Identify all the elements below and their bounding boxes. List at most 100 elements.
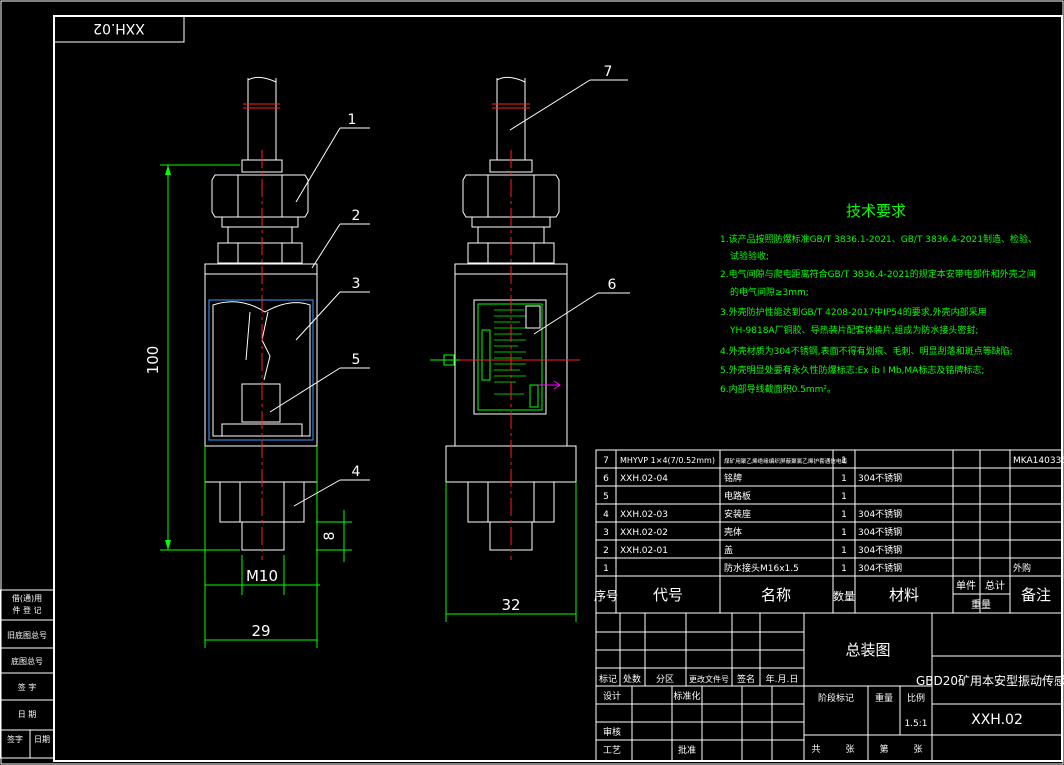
strip-label: 签 字: [18, 682, 37, 692]
bom-header-no: 序号: [594, 588, 618, 603]
strip-label: 日期: [34, 735, 50, 744]
bom-cell-no: 7: [603, 456, 609, 466]
bom-header-note: 备注: [1021, 586, 1051, 604]
left-view: 100 29 M10 8 1 2 3 5 4: [144, 76, 370, 648]
dim-width-left: 29: [251, 622, 270, 640]
tech-line: YH-9818A厂铜胶、导热装片配套体装片,组成为防水接头密封;: [729, 324, 978, 336]
role-cell: 标准化: [673, 690, 700, 702]
dim-height: 100: [144, 346, 162, 375]
ratio-label: 比例: [907, 692, 925, 704]
strip-label: 件 登 记: [12, 605, 41, 615]
bom-cell-no: 3: [603, 528, 609, 538]
dim-thread: M10: [246, 567, 278, 585]
strip-label: 借(通)用: [12, 593, 42, 603]
strip-label: 旧底图总号: [7, 630, 47, 640]
bom-cell-code: XXH.02-03: [620, 510, 668, 520]
tech-line: 1.该产品按照防爆标准GB/T 3836.1-2021、GB/T 3836.4-…: [720, 233, 1037, 245]
mark-cell: 签名: [737, 673, 755, 685]
bom-cell-material: 304不锈钢: [858, 508, 902, 520]
code-box-text: XXH.02: [93, 20, 145, 36]
bom-cell-qty: 1: [841, 546, 847, 556]
mark-cell: 处数: [623, 673, 641, 685]
bom-header-name: 名称: [761, 586, 791, 604]
dim-width-right: 32: [501, 596, 520, 614]
bom-cell-name: 壳体: [724, 526, 742, 538]
dim-small: 8: [322, 532, 338, 541]
callout-3: 3: [352, 276, 361, 292]
role-cell: 设计: [603, 690, 621, 702]
bom-table: 7 MHYVP 1×4(7/0.52mm) 煤矿用聚乙烯绝缘编织屏蔽聚氯乙烯护套通信…: [594, 449, 1064, 614]
assembly-title: 总装图: [845, 641, 890, 659]
sheet-total-label: 共: [811, 744, 820, 755]
mark-cell: 更改文件号: [689, 674, 729, 684]
tech-line: 2.电气间隙与爬电距离符合GB/T 3836.4-2021的规定本安带电部件和外…: [720, 268, 1036, 280]
bom-cell-material: 304不锈钢: [858, 544, 902, 556]
tech-line: 4.外壳材质为304不锈钢,表面不得有划痕、毛刺、明显刮落和斑点等缺陷;: [720, 345, 1013, 357]
callout-6: 6: [608, 277, 617, 293]
bom-cell-qty: 1: [841, 528, 847, 538]
bom-cell-no: 5: [603, 492, 609, 502]
bom-header-material: 材料: [889, 586, 919, 604]
mark-cell: 标记: [599, 673, 617, 685]
bom-cell-code: XXH.02-01: [620, 546, 668, 556]
tech-line: 试验验收;: [730, 250, 769, 262]
title-block: 总装图 GBD20矿用本安型振动传感器 XXH.02 1.5:1 阶段标记 重量…: [595, 612, 1064, 762]
callout-7: 7: [604, 64, 613, 80]
stage-label: 阶段标记: [818, 692, 854, 704]
weight-label: 重量: [875, 692, 893, 704]
callout-4: 4: [352, 464, 361, 480]
sheet-unit-label: 张: [845, 744, 854, 755]
bom-cell-name: 安装座: [724, 508, 751, 520]
role-cell: 审核: [603, 726, 621, 738]
tech-title: 技术要求: [846, 202, 906, 220]
callout-2: 2: [352, 208, 361, 224]
bom-cell-qty: 1: [841, 456, 847, 466]
strip-label: 签字: [7, 734, 23, 744]
tech-line: 3.外壳防护性能达到GB/T 4208-2017中IP54的要求,外壳内部采用: [720, 306, 987, 318]
mark-cell: 分区: [656, 674, 674, 685]
bom-cell-note: MKA140335: [1013, 456, 1064, 466]
bom-cell-name: 盖: [724, 544, 733, 556]
bom-header-weight: 重量: [971, 598, 991, 611]
bom-cell-qty: 1: [841, 474, 847, 484]
bom-cell-code: MHYVP 1×4(7/0.52mm): [620, 456, 715, 465]
role-cell: 工艺: [603, 745, 621, 756]
bom-cell-note: 外购: [1013, 562, 1031, 574]
left-strip: 借(通)用 件 登 记 旧底图总号 底图总号 签 字 日 期 签字 日期: [0, 589, 55, 759]
bom-cell-qty: 1: [841, 564, 847, 574]
bom-cell-code: XXH.02-04: [620, 474, 668, 484]
right-view: 32 7 6: [430, 64, 630, 622]
bom-cell-name: 防水接头M16x1.5: [724, 562, 799, 574]
bom-cell-qty: 1: [841, 492, 847, 502]
tech-line: 5.外壳明显处要有永久性防爆标志:Ex ib I Mb,MA标志及铭牌标志;: [720, 364, 984, 376]
bom-header-code: 代号: [653, 586, 683, 604]
bom-cell-qty: 1: [841, 510, 847, 520]
bom-cell-name: 铭牌: [724, 472, 742, 484]
bom-cell-name: 电路板: [724, 490, 751, 502]
role-cell: 批准: [678, 744, 696, 756]
bom-cell-no: 6: [603, 474, 609, 484]
bom-cell-code: XXH.02-02: [620, 528, 668, 538]
sheet-unit-label: 张: [913, 744, 922, 755]
bom-cell-no: 4: [603, 510, 609, 520]
code-box: [53, 15, 185, 43]
strip-label: 底图总号: [11, 656, 43, 666]
bom-cell-no: 1: [603, 564, 609, 574]
drawing-number: XXH.02: [971, 712, 1023, 728]
bom-cell-material: 304不锈钢: [858, 526, 902, 538]
product-name: GBD20矿用本安型振动传感器: [916, 673, 1064, 688]
bom-cell-name: 煤矿用聚乙烯绝缘编织屏蔽聚氯乙烯护套通信电缆: [724, 457, 847, 465]
bom-cell-material: 304不锈钢: [858, 562, 902, 574]
inner-frame: [53, 15, 1063, 762]
tech-requirements: 技术要求 1.该产品按照防爆标准GB/T 3836.1-2021、GB/T 38…: [720, 202, 1037, 395]
bom-header-qty: 数量: [833, 590, 855, 603]
bom-cell-material: 304不锈钢: [858, 472, 902, 484]
bom-cell-no: 2: [603, 546, 609, 556]
scale-value: 1.5:1: [904, 719, 927, 729]
callout-1: 1: [348, 112, 357, 128]
bom-header-unit: 单件: [956, 580, 976, 592]
mark-cell: 年.月.日: [766, 673, 799, 685]
tech-line: 的电气间隙≥3mm;: [730, 286, 809, 298]
